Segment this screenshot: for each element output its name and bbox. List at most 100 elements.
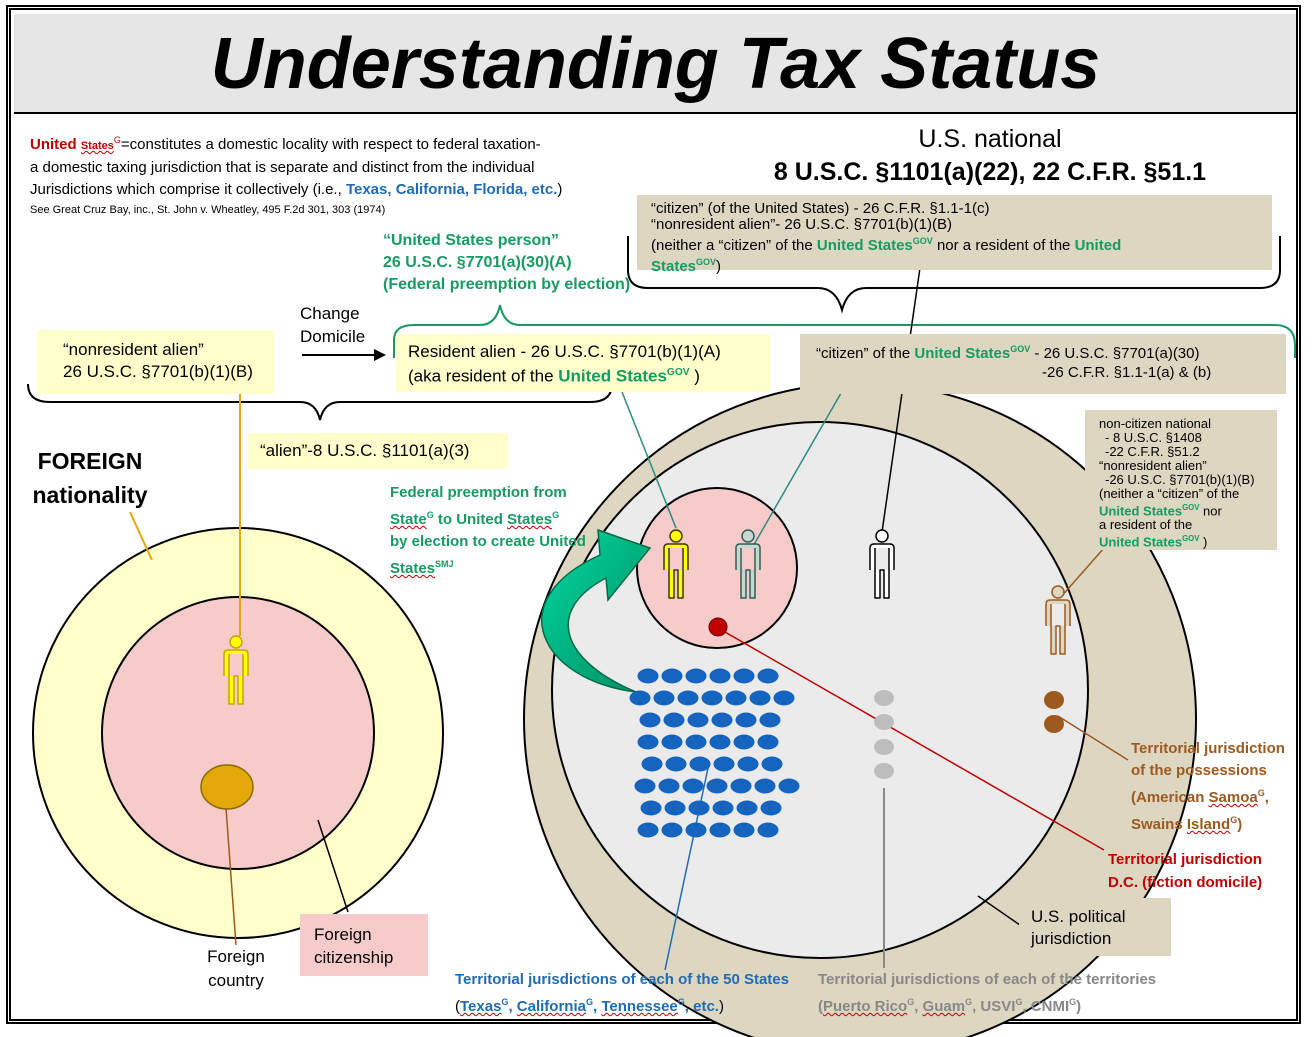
foreign-nationality-label: FOREIGN nationality (20, 444, 160, 512)
national-box-line-3: (neither a “citizen” of the United State… (651, 233, 1258, 254)
foreign-nationality-line-2: nationality (32, 482, 148, 508)
resident-alien-box: Resident alien - 26 U.S.C. §7701(b)(1)(A… (396, 334, 770, 392)
national-box-close: ) (716, 258, 722, 275)
state-dot (663, 712, 685, 728)
nonresident-alien-box: “nonresident alien” 26 U.S.C. §7701(b)(1… (37, 330, 274, 394)
noncitizen-national-icon (1045, 585, 1071, 655)
states-sup-3: G (677, 997, 685, 1007)
foreign-citizenship-circle (101, 596, 375, 870)
possessions-sup: G (1257, 788, 1265, 798)
foreign-country-line-2: country (208, 971, 264, 990)
person-body (663, 543, 689, 599)
preemption-sup-2: G (552, 510, 560, 520)
noncitizen-nor: nor (1199, 503, 1222, 519)
states-line-1: Territorial jurisdictions of each of the… (455, 971, 789, 988)
state-dot (760, 800, 782, 816)
definition-block: United StatesG=constitutes a domestic lo… (30, 129, 600, 219)
foreign-citizenship-line-2: citizenship (314, 948, 394, 967)
page-title: Understanding Tax Status (210, 24, 1101, 104)
national-box-us2: United (1074, 237, 1122, 254)
foreign-citizenship-line-1: Foreign (314, 925, 372, 944)
possessions-text-3: (American (1131, 789, 1209, 806)
states-line-2: (TexasG, CaliforniaG, TennesseeG, etc.) (455, 997, 724, 1015)
dc-leader (717, 627, 1105, 851)
state-dot (773, 690, 795, 706)
territories-open: ( (818, 998, 823, 1015)
us-person-line-2: 26 U.S.C. §7701(a)(30)(A) (383, 254, 572, 271)
territories-guam: Guam (922, 998, 966, 1015)
foreign-citizenship-box: Foreign citizenship (300, 914, 428, 976)
state-dot (685, 668, 707, 684)
states-california: California (516, 998, 586, 1015)
noncitizen-line-9: United StatesGOV ) (1099, 532, 1277, 549)
preemption-states: States (507, 511, 553, 528)
state-dot (634, 778, 656, 794)
citizen-leader (751, 373, 853, 549)
noncitizen-gov-2: GOV (1182, 534, 1200, 544)
noncitizen-line-3: -22 C.F.R. §51.2 (1105, 444, 1200, 459)
possessions-line-2: of the possessions (1131, 762, 1267, 779)
state-dot (689, 756, 711, 772)
state-dot (712, 800, 734, 816)
state-dot (711, 712, 733, 728)
states-close: ) (718, 998, 724, 1015)
person-body (735, 543, 761, 599)
territory-dot (874, 714, 894, 730)
preemption-arrow (541, 528, 652, 693)
national-box-text: (neither a “citizen” of the (651, 237, 817, 254)
territory-dots (874, 690, 894, 779)
preemption-mid: to United (433, 511, 508, 528)
possessions-close: ) (1237, 816, 1243, 833)
dc-line-1: Territorial jurisdiction (1108, 851, 1262, 868)
state-dot (687, 712, 709, 728)
frame (6, 5, 1301, 1024)
possession-dot (1044, 691, 1064, 709)
territory-dot (874, 690, 894, 706)
state-dot (713, 756, 735, 772)
states-texas: Texas (460, 998, 502, 1015)
definition-line-3: Jurisdictions which comprise it collecti… (30, 179, 600, 201)
states-tennessee: Tennessee (601, 998, 678, 1015)
state-dot (688, 800, 710, 816)
state-dot (725, 690, 747, 706)
person-figures (223, 529, 1071, 705)
state-dot (759, 712, 781, 728)
state-dot (639, 712, 661, 728)
preemption-line-3: by election to create United (390, 533, 586, 550)
state-dot (658, 778, 680, 794)
national-box-gov: GOV (912, 236, 933, 246)
territories-sup-4: G (1069, 997, 1077, 1007)
state-dot (685, 822, 707, 838)
definition-close: ) (557, 181, 563, 198)
possessions-comma: , (1264, 789, 1269, 806)
state-dot (637, 822, 659, 838)
person-body (223, 649, 249, 705)
territories-sup-1: G (907, 997, 915, 1007)
noncitizen-line-1: non-citizen national (1099, 416, 1212, 431)
citizenship-leader (317, 819, 349, 913)
states-etc: , etc. (684, 998, 719, 1015)
citizen-text: “citizen” of the (816, 345, 915, 362)
noncitizen-leader (1059, 547, 1105, 599)
resident-alien-line-1: Resident alien - 26 U.S.C. §7701(b)(1)(A… (408, 342, 721, 361)
noncitizen-line-5: -26 U.S.C. §7701(b)(1)(B) (1105, 472, 1255, 487)
preemption-state: State (390, 511, 427, 528)
noncitizen-close: ) (1199, 534, 1208, 550)
state-dot (730, 778, 752, 794)
possessions-leader (1057, 715, 1129, 761)
territories-pr: Puerto Rico (823, 998, 908, 1015)
territories-line-2: (Puerto RicoG, GuamG, USVIG, CNMIG) (818, 997, 1082, 1015)
us-person-brace (393, 304, 1296, 358)
state-dot (757, 668, 779, 684)
definition-line-2: a domestic taxing jurisdiction that is s… (30, 159, 535, 176)
country-leader (225, 807, 237, 946)
national-icon (869, 529, 895, 599)
state-dot (661, 668, 683, 684)
foreign-country-line-1: Foreign (207, 947, 265, 966)
political-line-1: U.S. political (1031, 907, 1126, 926)
us-national-title: U.S. national (918, 125, 1062, 153)
us-person-line-3: (Federal preemption by election) (383, 276, 631, 293)
dc-line-2: D.C. (fiction domicile) (1108, 874, 1263, 891)
state-dot (757, 734, 779, 750)
person-head (741, 529, 755, 543)
